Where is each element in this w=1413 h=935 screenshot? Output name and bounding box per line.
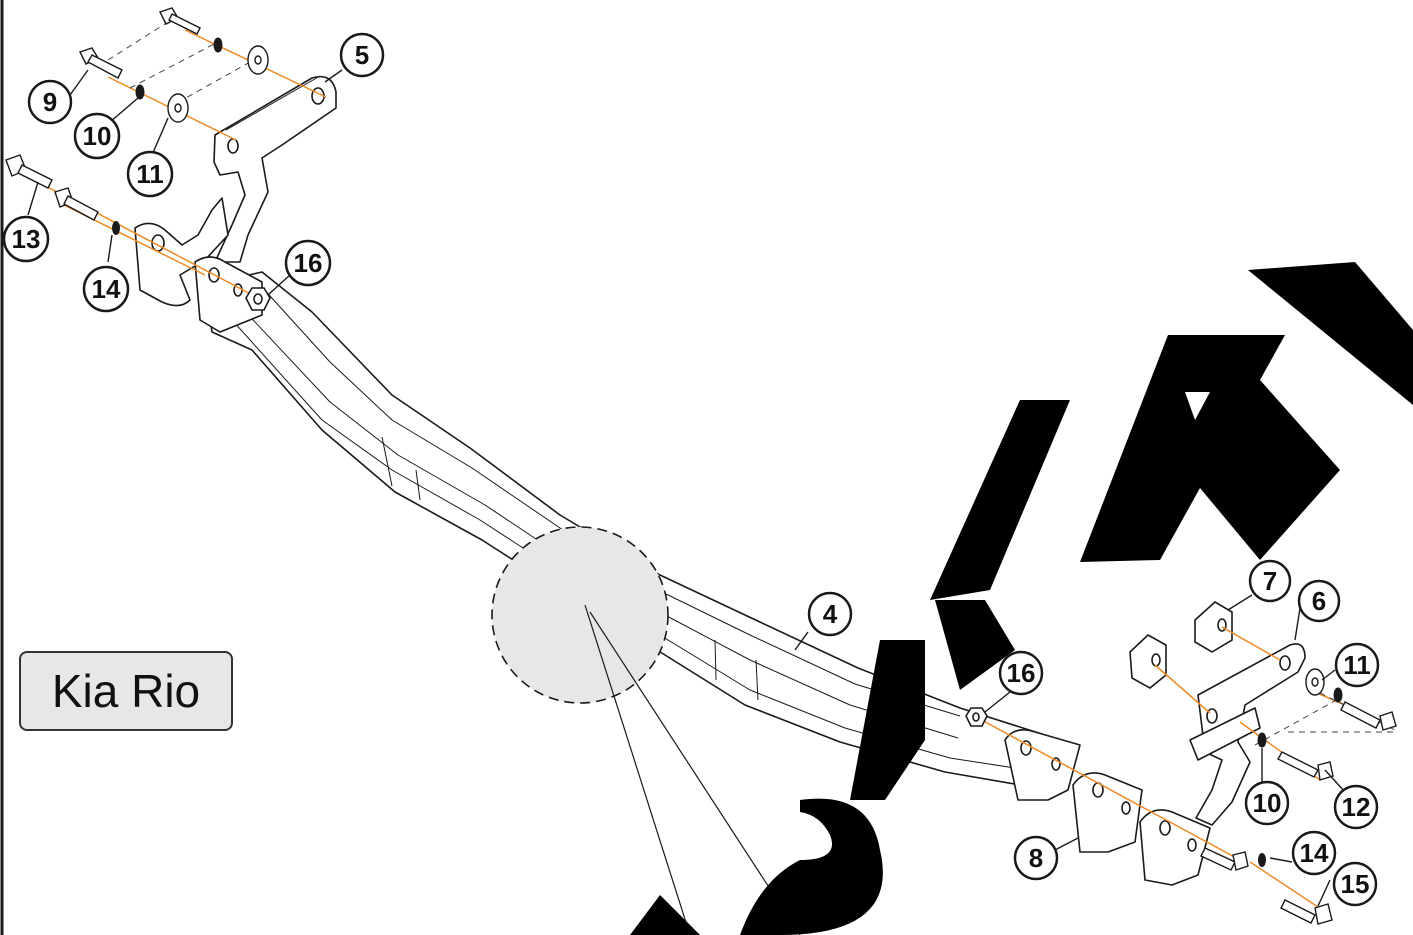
svg-text:5: 5 (355, 40, 369, 70)
svg-text:9: 9 (43, 87, 57, 117)
svg-text:14: 14 (92, 274, 121, 304)
callout-12: 12 (1333, 784, 1379, 830)
bolt-part-13 (5, 154, 99, 221)
callout-11-left: 11 (126, 150, 174, 198)
svg-text:14: 14 (1300, 838, 1329, 868)
svg-text:6: 6 (1312, 586, 1326, 616)
lock-washer-part-14 (112, 221, 1266, 867)
right-bracket-part-6 (1189, 643, 1306, 826)
svg-text:15: 15 (1341, 869, 1370, 899)
bolt-part-12 (1277, 701, 1397, 781)
callout-8: 8 (1013, 835, 1059, 881)
callout-10-left: 10 (73, 112, 121, 160)
callout-15: 15 (1332, 861, 1378, 907)
svg-text:7: 7 (1263, 566, 1277, 596)
svg-text:11: 11 (136, 159, 164, 189)
lock-washer-part-10 (135, 37, 1343, 748)
callout-9: 9 (27, 79, 73, 125)
callout-14-right: 14 (1291, 830, 1337, 876)
callout-6: 6 (1297, 579, 1341, 623)
callout-10-right: 10 (1244, 780, 1290, 826)
callout-16-right: 16 (998, 650, 1044, 696)
callout-5: 5 (339, 32, 385, 78)
plate-part-8 (1004, 729, 1211, 886)
callout-leaders (27, 69, 1346, 907)
flat-washer-part-11 (167, 45, 1325, 696)
svg-text:8: 8 (1029, 843, 1043, 873)
nut-part-16 (245, 287, 988, 727)
spacer-part-7 (1129, 601, 1233, 689)
svg-text:11: 11 (1343, 650, 1371, 680)
svg-text:16: 16 (1007, 658, 1036, 688)
callout-7: 7 (1248, 559, 1292, 603)
callout-4: 4 (807, 591, 853, 637)
svg-text:10: 10 (1253, 788, 1282, 818)
svg-text:4: 4 (823, 599, 838, 629)
svg-text:16: 16 (294, 248, 323, 278)
callout-14-left: 14 (82, 265, 130, 313)
svg-text:10: 10 (83, 121, 112, 151)
detail-view-circle (491, 526, 801, 935)
bolt-part-9 (79, 7, 201, 79)
watermark-original (630, 262, 1413, 935)
left-bracket-part-5 (134, 75, 337, 333)
vehicle-model-label: Kia Rio (19, 651, 233, 731)
callout-13: 13 (2, 215, 50, 263)
svg-text:13: 13 (12, 224, 41, 254)
bolt-part-15 (1200, 847, 1333, 925)
callout-16-left: 16 (284, 239, 332, 287)
callout-11-right: 11 (1334, 642, 1380, 688)
svg-text:12: 12 (1342, 792, 1371, 822)
